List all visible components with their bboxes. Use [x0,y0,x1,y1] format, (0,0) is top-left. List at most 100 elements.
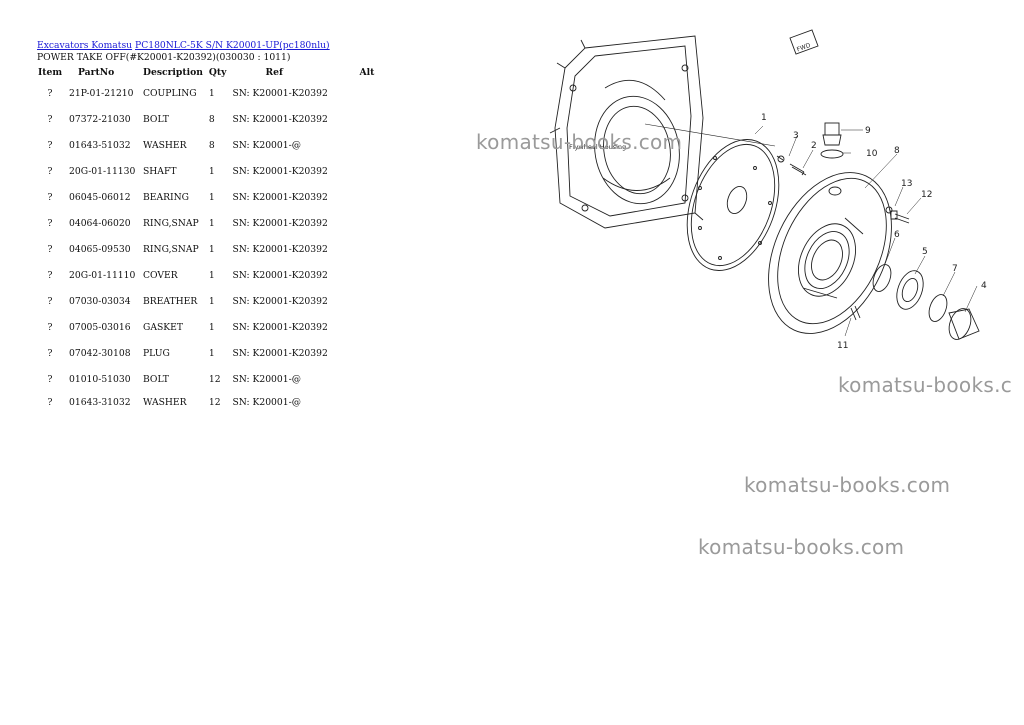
cell-qty: 1 [208,269,215,281]
cell-item: ? [47,373,53,385]
cell-qty: 1 [208,87,215,99]
callout-7: 7 [952,264,958,274]
cell-description: RING,SNAP [143,243,199,255]
watermark-cut: komatsu-books.c [838,373,1013,397]
breadcrumb-link-category[interactable]: Excavators Komatsu [37,40,133,51]
col-partno: PartNo [78,66,115,78]
callout-12: 12 [921,190,932,200]
housing-label: Flywheel Housing [569,143,626,151]
cell-item: ? [47,217,53,229]
cell-qty: 1 [208,191,215,203]
cell-alt [356,158,382,184]
coupling-plate-drawing [686,139,780,271]
cell-description: PLUG [143,347,170,359]
cell-partno: 07030-03034 [69,295,131,307]
callout-leaders [754,125,978,337]
table-header-row: Item PartNo Description Qty Ref Alt [37,64,382,80]
cell-alt [356,80,382,106]
cell-description: BOLT [143,373,169,385]
cell-ref: SN: K20001-@ [232,373,301,385]
cell-item: ? [47,321,53,333]
cell-description: COUPLING [143,87,197,99]
cell-qty: 1 [208,347,215,359]
cell-alt [356,236,382,262]
cell-ref: SN: K20001-K20392 [232,269,328,281]
cell-ref: SN: K20001-K20392 [232,295,328,307]
cell-description: BREATHER [143,295,198,307]
callout-11: 11 [837,341,848,351]
callout-labels: 1 2 3 4 5 6 7 8 9 10 11 12 13 [761,113,987,351]
callout-10: 10 [866,149,878,159]
cell-alt [356,340,382,366]
cell-description: GASKET [143,321,183,333]
callout-2: 2 [811,141,817,151]
cell-partno: 01010-51030 [69,373,131,385]
parts-table: Item PartNo Description Qty Ref Alt ? 21P… [37,64,382,412]
breadcrumb-link-model[interactable]: PC180NLC-5K S/N K20001-UP(pc180nlu) [135,40,330,51]
callout-13: 13 [901,179,912,189]
cell-item: ? [47,113,53,125]
cell-description: RING,SNAP [143,217,199,229]
cell-partno: 01643-51032 [69,139,131,151]
cell-qty: 1 [208,165,215,177]
callout-9: 9 [865,126,871,136]
cell-alt [356,262,382,288]
hardware-drawing: FWD [776,29,980,340]
cell-ref: SN: K20001-K20392 [232,347,328,359]
cell-qty: 1 [208,295,215,307]
callout-5: 5 [922,247,928,257]
cell-qty: 12 [208,396,221,408]
breadcrumb: Excavators Komatsu PC180NLC-5K S/N K2000… [37,40,330,51]
cover-drawing [768,172,892,334]
col-qty: Qty [208,66,227,78]
flywheel-housing-drawing: Flywheel Housing [549,35,776,229]
cell-alt [356,210,382,236]
callout-1: 1 [761,113,767,123]
cell-qty: 1 [208,243,215,255]
cell-description: WASHER [143,139,187,151]
cell-description: BEARING [143,191,190,203]
cell-alt [356,288,382,314]
cell-item: ? [47,243,53,255]
fwd-label: FWD [796,42,812,53]
cell-ref: SN: K20001-@ [232,139,301,151]
cell-partno: 20G-01-11110 [69,269,136,281]
col-description: Description [143,66,203,78]
cell-item: ? [47,191,53,203]
cell-ref: SN: K20001-K20392 [232,243,328,255]
cell-ref: SN: K20001-K20392 [232,87,328,99]
exploded-parts-diagram: Flywheel Housing FWD [549,29,987,351]
table-row: ? 21P-01-21210 COUPLING 1 SN: K20001-K20392 [37,80,382,106]
cell-partno: 21P-01-21210 [69,87,134,99]
cell-alt [356,106,382,132]
cell-item: ? [47,347,53,359]
cell-item: ? [47,87,53,99]
cell-item: ? [47,269,53,281]
cell-item: ? [47,139,53,151]
cell-qty: 8 [208,139,215,151]
cell-ref: SN: K20001-K20392 [232,113,328,125]
cell-description: SHAFT [143,165,177,177]
cell-ref: SN: K20001-K20392 [232,165,328,177]
cell-ref: SN: K20001-K20392 [232,321,328,333]
cell-ref: SN: K20001-@ [232,396,301,408]
cell-partno: 20G-01-11130 [69,165,136,177]
cell-alt [356,366,382,392]
callout-6: 6 [894,230,900,240]
cell-description: COVER [143,269,178,281]
callout-8: 8 [894,146,900,156]
page-title: POWER TAKE OFF(#K20001-K20392)(030030 : … [37,52,291,63]
cell-partno: 07042-30108 [69,347,131,359]
cell-ref: SN: K20001-K20392 [232,191,328,203]
cell-partno: 04065-09530 [69,243,131,255]
cell-qty: 8 [208,113,215,125]
cell-qty: 1 [208,217,215,229]
watermark: komatsu-books.com [744,473,951,497]
cell-item: ? [47,396,53,408]
